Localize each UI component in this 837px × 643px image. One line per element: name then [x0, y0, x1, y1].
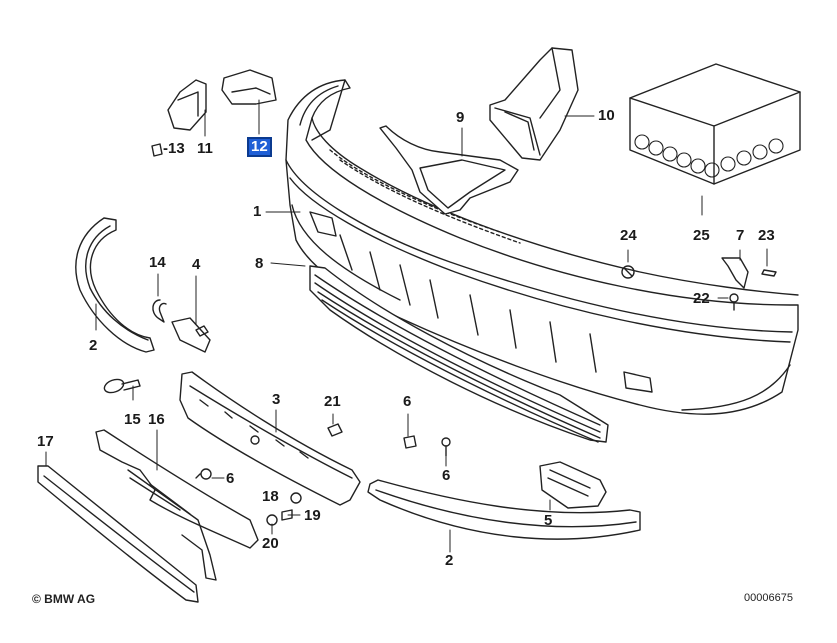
part-18-washer[interactable] — [290, 492, 302, 504]
part-8-grille[interactable] — [309, 265, 609, 443]
label-part-5: 5 — [544, 512, 553, 529]
part-13-clip[interactable] — [151, 143, 163, 157]
part-24-nut[interactable] — [621, 265, 635, 279]
part-21-screw[interactable] — [327, 423, 343, 437]
label-part-18: 18 — [262, 488, 279, 505]
label-part-2-right: 2 — [445, 552, 454, 569]
label-part-24: 24 — [620, 227, 637, 244]
part-25-box[interactable] — [629, 63, 801, 185]
label-part-20: 20 — [262, 535, 279, 552]
label-part-22: 22 — [693, 290, 710, 307]
label-part-23: 23 — [758, 227, 775, 244]
label-part-13: -13 — [163, 140, 185, 157]
label-part-21: 21 — [324, 393, 341, 410]
part-7-bracket[interactable] — [721, 257, 749, 289]
part-4-bracket[interactable] — [171, 317, 211, 353]
label-part-8: 8 — [255, 255, 264, 272]
label-part-3: 3 — [272, 391, 281, 408]
part-6-screw-b[interactable] — [441, 437, 451, 457]
label-part-25: 25 — [693, 227, 710, 244]
label-part-15: 15 — [124, 411, 141, 428]
label-part-11: 11 — [197, 140, 213, 157]
part-17-lower-strip[interactable] — [37, 465, 199, 603]
label-part-14: 14 — [149, 254, 166, 271]
label-part-16: 16 — [148, 411, 165, 428]
label-part-6-a: 6 — [403, 393, 412, 410]
label-part-4: 4 — [192, 256, 201, 273]
label-part-2-left: 2 — [89, 337, 98, 354]
part-3-carrier[interactable] — [179, 371, 361, 506]
leader-lines — [45, 99, 768, 553]
part-9-air-duct[interactable] — [379, 125, 519, 215]
part-2-left-trim[interactable] — [75, 217, 155, 353]
label-part-6-b: 6 — [442, 467, 451, 484]
part-22-screw[interactable] — [729, 293, 739, 311]
part-11-bracket[interactable] — [167, 79, 207, 131]
label-part-12-highlighted[interactable]: 12 — [247, 137, 272, 157]
document-number: 00006675 — [744, 592, 793, 604]
part-16-plate-bracket[interactable] — [95, 429, 259, 581]
label-part-6-c: 6 — [226, 470, 235, 487]
part-5-reflector[interactable] — [539, 461, 607, 509]
part-19-bolt[interactable] — [281, 509, 293, 521]
label-part-1: 1 — [253, 203, 262, 220]
label-part-17: 17 — [37, 433, 54, 450]
part-15-tow-eye[interactable] — [103, 377, 141, 395]
part-12-bracket[interactable] — [221, 69, 277, 105]
label-part-10: 10 — [598, 107, 615, 124]
part-23-screw[interactable] — [761, 269, 777, 277]
label-part-9: 9 — [456, 109, 465, 126]
part-2-right-trim[interactable] — [367, 479, 641, 540]
part-6-screw-c[interactable] — [195, 468, 212, 480]
copyright-text: © BMW AG — [32, 592, 96, 606]
part-6-screw-a[interactable] — [403, 435, 417, 449]
part-10-air-channel[interactable] — [489, 47, 579, 161]
part-14-clip[interactable] — [152, 299, 167, 323]
label-part-7: 7 — [736, 227, 745, 244]
label-part-19: 19 — [304, 507, 321, 524]
part-1-bumper-cover[interactable] — [285, 79, 799, 415]
